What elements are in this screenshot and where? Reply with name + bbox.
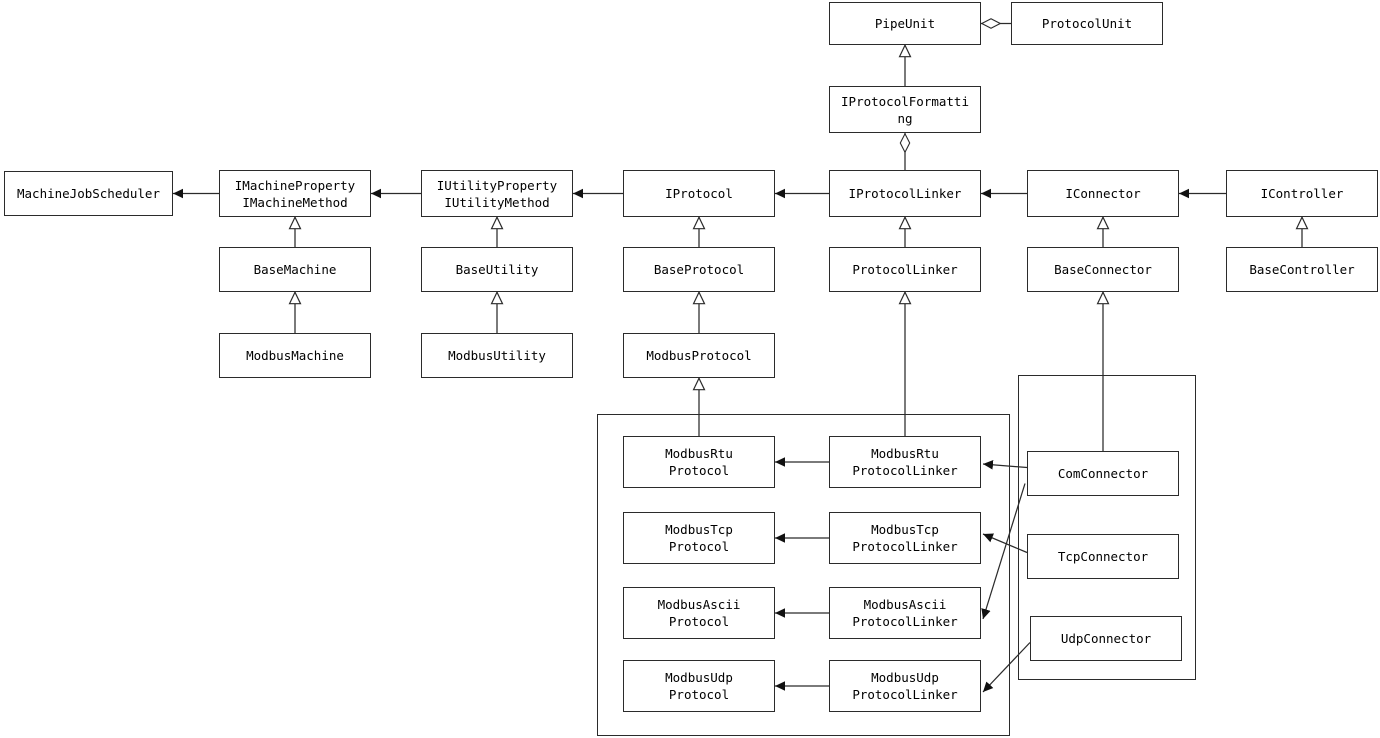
class-box-modbusasciiprotocollinker[interactable]: ModbusAscii ProtocolLinker	[829, 587, 981, 639]
class-box-modbusutility[interactable]: ModbusUtility	[421, 333, 573, 378]
class-box-protocollinker[interactable]: ProtocolLinker	[829, 247, 981, 292]
class-box-modbusudpprotocol[interactable]: ModbusUdp Protocol	[623, 660, 775, 712]
class-box-label: BaseProtocol	[653, 262, 745, 277]
class-box-label: BaseConnector	[1054, 262, 1152, 277]
class-box-label: ModbusAscii ProtocolLinker	[852, 597, 958, 629]
class-box-iconnector[interactable]: IConnector	[1027, 170, 1179, 217]
class-box-label: ModbusRtu Protocol	[665, 446, 733, 478]
class-box-modbustcpprotocollinker[interactable]: ModbusTcp ProtocolLinker	[829, 512, 981, 564]
class-box-baseprotocol[interactable]: BaseProtocol	[623, 247, 775, 292]
class-box-modbusasciiprotocol[interactable]: ModbusAscii Protocol	[623, 587, 775, 639]
class-box-label: MachineJobScheduler	[17, 186, 160, 201]
class-box-label: TcpConnector	[1057, 549, 1149, 564]
class-box-label: ModbusTcp Protocol	[665, 522, 733, 554]
class-box-label: ProtocolLinker	[852, 262, 958, 277]
class-box-label: IController	[1260, 186, 1344, 201]
class-box-pipeunit[interactable]: PipeUnit	[829, 2, 981, 45]
class-box-label: ModbusAscii Protocol	[657, 597, 741, 629]
class-box-label: IProtocolFormatti ng	[841, 93, 969, 126]
class-box-label: ModbusRtu ProtocolLinker	[852, 446, 958, 478]
class-box-label: IMachineProperty IMachineMethod	[234, 177, 356, 210]
class-box-label: IProtocol	[665, 186, 733, 201]
class-box-imachineproperty[interactable]: IMachineProperty IMachineMethod	[219, 170, 371, 217]
class-box-modbustcpprotocol[interactable]: ModbusTcp Protocol	[623, 512, 775, 564]
class-box-modbusrtuprotocol[interactable]: ModbusRtu Protocol	[623, 436, 775, 488]
class-box-iprotocolformatting[interactable]: IProtocolFormatti ng	[829, 86, 981, 133]
class-box-label: IConnector	[1065, 186, 1141, 201]
class-box-label: BaseController	[1249, 262, 1355, 277]
class-box-label: ComConnector	[1057, 466, 1149, 481]
class-box-label: ModbusProtocol	[646, 348, 752, 363]
class-box-label: BaseUtility	[455, 262, 539, 277]
class-box-label: IUtilityProperty IUtilityMethod	[436, 177, 558, 210]
class-box-comconnector[interactable]: ComConnector	[1027, 451, 1179, 496]
class-box-modbusudpprotocollinker[interactable]: ModbusUdp ProtocolLinker	[829, 660, 981, 712]
class-box-label: ModbusUtility	[448, 348, 546, 363]
class-box-label: ModbusTcp ProtocolLinker	[852, 522, 958, 554]
class-box-udpconnector[interactable]: UdpConnector	[1030, 616, 1182, 661]
class-box-modbusprotocol[interactable]: ModbusProtocol	[623, 333, 775, 378]
class-box-label: BaseMachine	[253, 262, 337, 277]
class-box-label: ModbusUdp ProtocolLinker	[852, 670, 958, 702]
class-box-label: ModbusUdp Protocol	[665, 670, 733, 702]
class-box-iutilityproperty[interactable]: IUtilityProperty IUtilityMethod	[421, 170, 573, 217]
class-box-iprotocol[interactable]: IProtocol	[623, 170, 775, 217]
class-box-basemachine[interactable]: BaseMachine	[219, 247, 371, 292]
class-box-icontroller[interactable]: IController	[1226, 170, 1378, 217]
class-box-modbusmachine[interactable]: ModbusMachine	[219, 333, 371, 378]
class-box-machinejobscheduler[interactable]: MachineJobScheduler	[4, 171, 173, 216]
class-box-label: UdpConnector	[1060, 631, 1152, 646]
class-box-basecontroller[interactable]: BaseController	[1226, 247, 1378, 292]
class-box-label: ModbusMachine	[246, 348, 344, 363]
class-box-iprotocollinker[interactable]: IProtocolLinker	[829, 170, 981, 217]
class-box-protocolunit[interactable]: ProtocolUnit	[1011, 2, 1163, 45]
class-box-label: IProtocolLinker	[848, 186, 962, 201]
class-box-label: PipeUnit	[874, 16, 936, 31]
class-box-tcpconnector[interactable]: TcpConnector	[1027, 534, 1179, 579]
class-box-modbusrtuprotocollinker[interactable]: ModbusRtu ProtocolLinker	[829, 436, 981, 488]
class-box-baseutility[interactable]: BaseUtility	[421, 247, 573, 292]
class-box-baseconnector[interactable]: BaseConnector	[1027, 247, 1179, 292]
class-box-label: ProtocolUnit	[1041, 16, 1133, 31]
